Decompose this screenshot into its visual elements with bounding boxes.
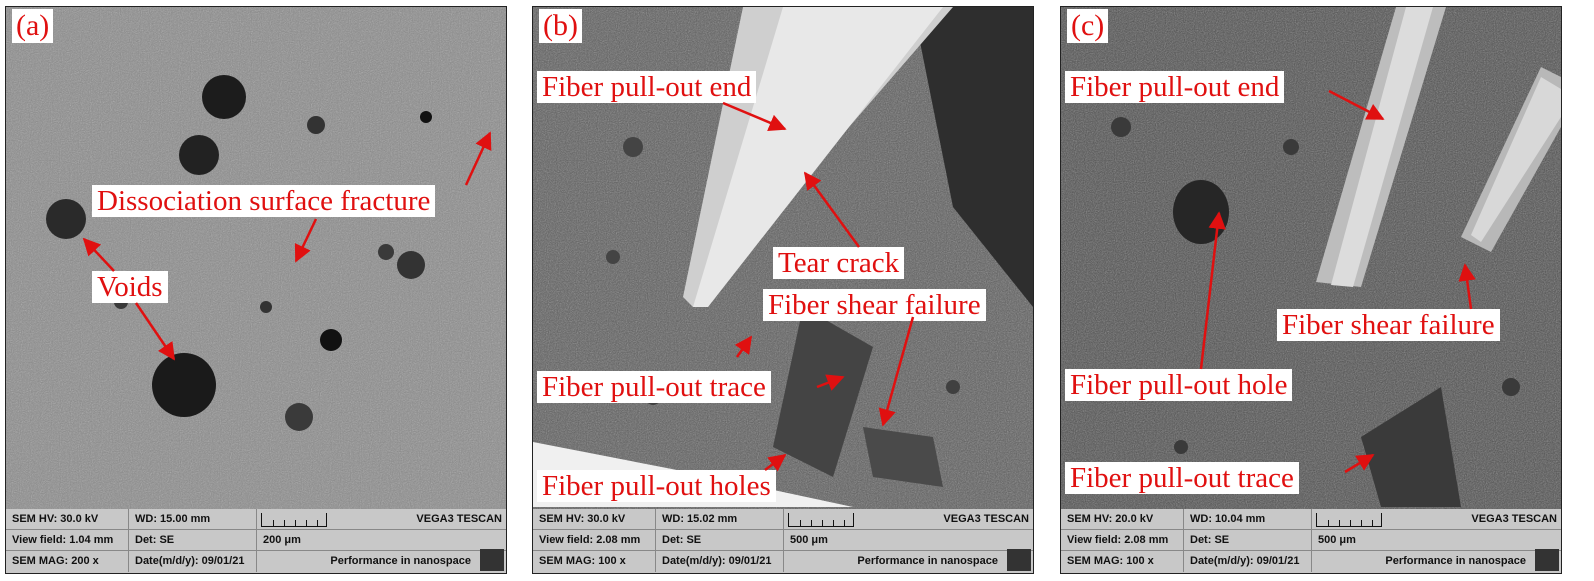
scale-bar xyxy=(788,513,854,527)
annotation-fiber-shear-failure: Fiber shear failure xyxy=(1277,309,1500,341)
scale-bar xyxy=(261,513,327,527)
info-performance: Performance in nanospace xyxy=(330,555,471,567)
annotation-voids: Voids xyxy=(92,271,168,303)
annotation-fiber-pull-out-holes: Fiber pull-out holes xyxy=(537,470,776,502)
sem-info-bar-b: SEM HV: 30.0 kV WD: 15.02 mm VEGA3 TESCA… xyxy=(533,509,1033,573)
info-hv: SEM HV: 30.0 kV xyxy=(533,509,656,530)
info-mag: SEM MAG: 100 x xyxy=(533,551,656,572)
info-view-field: View field: 2.08 mm xyxy=(533,530,656,551)
info-wd: WD: 15.02 mm xyxy=(656,509,784,530)
sem-info-bar-c: SEM HV: 20.0 kV WD: 10.04 mm VEGA3 TESCA… xyxy=(1061,509,1561,573)
info-wd: WD: 10.04 mm xyxy=(1184,509,1312,530)
tescan-logo-icon xyxy=(1007,549,1031,571)
info-performance: Performance in nanospace xyxy=(1385,555,1526,567)
info-brand: VEGA3 TESCAN xyxy=(1312,509,1561,530)
info-brand: VEGA3 TESCAN xyxy=(257,509,506,530)
info-det: Det: SE xyxy=(129,530,257,551)
panel-label-a: (a) xyxy=(12,9,54,43)
info-det: Det: SE xyxy=(656,530,784,551)
annotation-fiber-pull-out-trace: Fiber pull-out trace xyxy=(1065,462,1299,494)
info-mag: SEM MAG: 200 x xyxy=(6,551,129,572)
info-performance: Performance in nanospace xyxy=(857,555,998,567)
annotation-fiber-pull-out-end: Fiber pull-out end xyxy=(1065,71,1285,103)
annotation-fiber-shear-failure: Fiber shear failure xyxy=(763,289,986,321)
info-hv: SEM HV: 20.0 kV xyxy=(1061,509,1184,530)
sem-panel-b: (b) Fiber pull-out end Tear crack Fiber … xyxy=(532,6,1034,574)
info-scale-text: 200 μm xyxy=(257,530,506,551)
info-date: Date(m/d/y): 09/01/21 xyxy=(1184,551,1312,572)
info-hv: SEM HV: 30.0 kV xyxy=(6,509,129,530)
info-mag: SEM MAG: 100 x xyxy=(1061,551,1184,572)
panel-label-b: (b) xyxy=(539,9,582,43)
info-det: Det: SE xyxy=(1184,530,1312,551)
sem-panel-c: (c) Fiber pull-out end Fiber shear failu… xyxy=(1060,6,1562,574)
info-wd: WD: 15.00 mm xyxy=(129,509,257,530)
annotation-tear-crack: Tear crack xyxy=(773,247,905,279)
sem-micrograph-a xyxy=(6,7,506,573)
annotation-fiber-pull-out-hole: Fiber pull-out hole xyxy=(1065,369,1293,401)
annotation-fiber-pull-out-trace: Fiber pull-out trace xyxy=(537,371,771,403)
annotation-fiber-pull-out-end: Fiber pull-out end xyxy=(537,71,757,103)
info-view-field: View field: 2.08 mm xyxy=(1061,530,1184,551)
info-view-field: View field: 1.04 mm xyxy=(6,530,129,551)
info-date: Date(m/d/y): 09/01/21 xyxy=(129,551,257,572)
tescan-logo-icon xyxy=(1535,549,1559,571)
panel-label-c: (c) xyxy=(1067,9,1109,43)
sem-panel-a: (a) Dissociation surface fracture Voids … xyxy=(5,6,507,574)
info-scale-text: 500 μm xyxy=(784,530,1033,551)
info-scale-text: 500 μm xyxy=(1312,530,1561,551)
annotation-dissociation-surface-fracture: Dissociation surface fracture xyxy=(92,185,436,217)
info-date: Date(m/d/y): 09/01/21 xyxy=(656,551,784,572)
info-brand: VEGA3 TESCAN xyxy=(784,509,1033,530)
scale-bar xyxy=(1316,513,1382,527)
tescan-logo-icon xyxy=(480,549,504,571)
sem-info-bar-a: SEM HV: 30.0 kV WD: 15.00 mm VEGA3 TESCA… xyxy=(6,509,506,573)
